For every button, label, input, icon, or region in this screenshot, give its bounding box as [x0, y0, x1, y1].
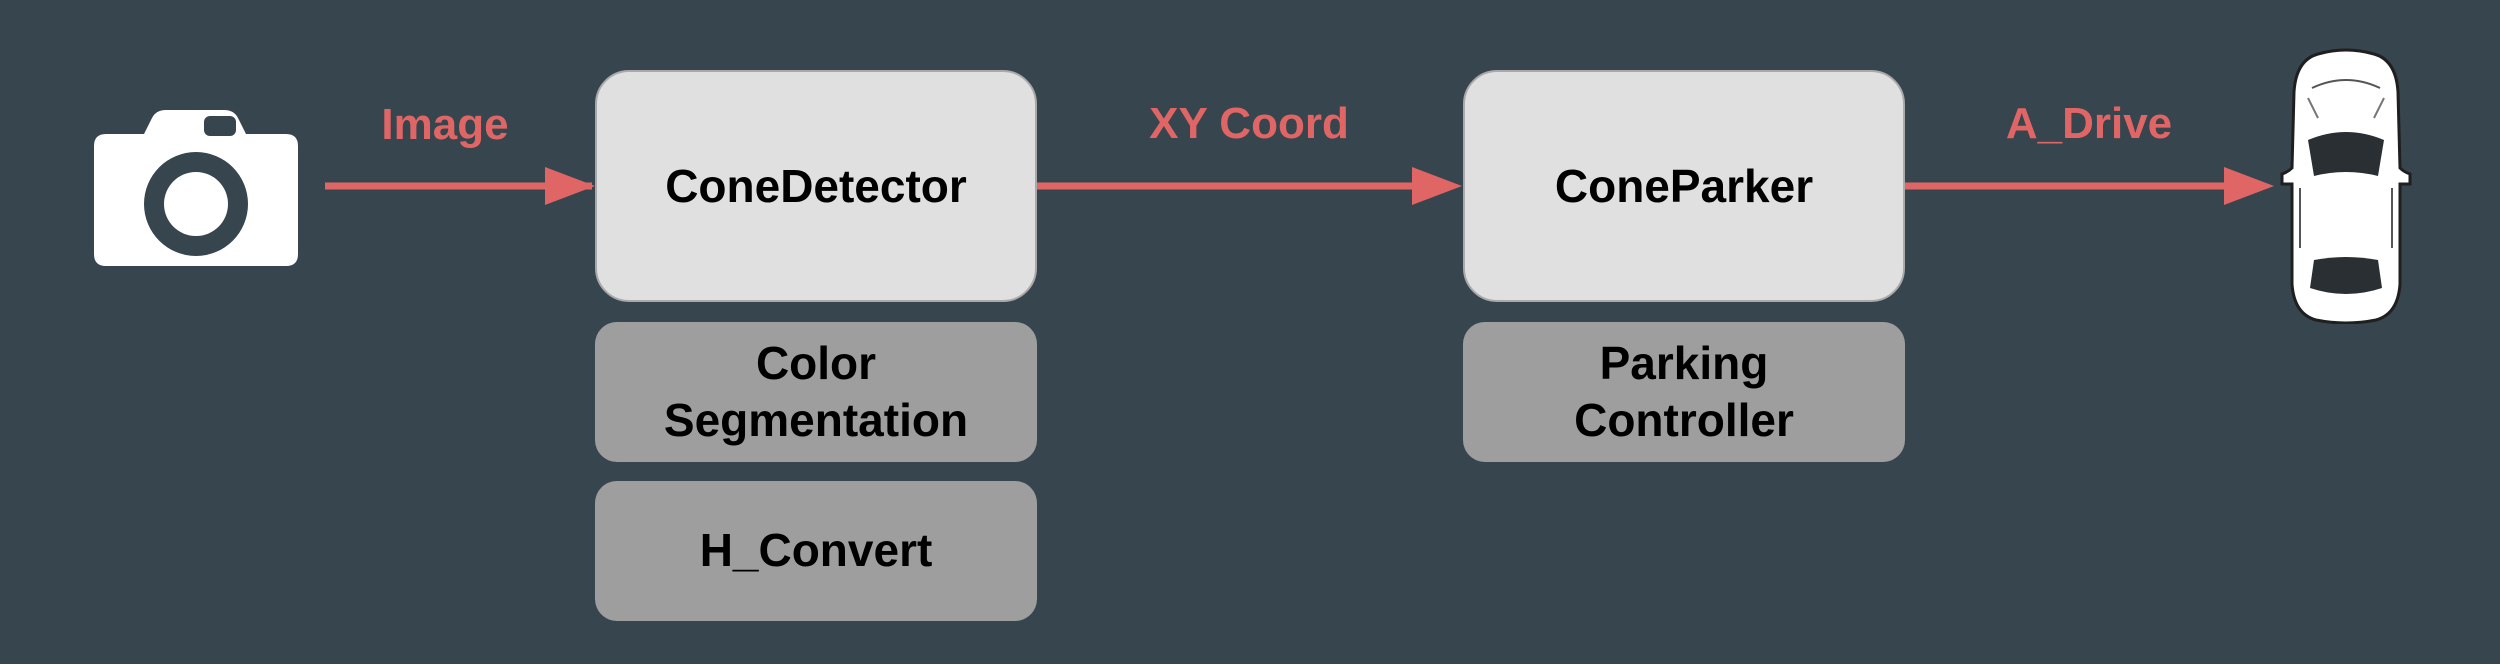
parking-controller-label: Parking Controller [1574, 336, 1794, 447]
camera-icon [94, 110, 298, 266]
arrowhead-a-drive [2224, 167, 2274, 205]
color-segmentation-node: Color Segmentation [595, 322, 1037, 462]
edge-label-a-drive: A_Drive [2005, 99, 2173, 148]
cone-detector-label: ConeDetector [665, 160, 967, 212]
h-convert-node: H_Convert [595, 481, 1037, 621]
arrowhead-image [545, 167, 595, 205]
edge-label-xy-coord: XY Coord [1149, 99, 1349, 148]
cone-detector-node: ConeDetector [595, 70, 1037, 302]
parking-controller-node: Parking Controller [1463, 322, 1905, 462]
cone-parker-node: ConeParker [1463, 70, 1905, 302]
edge-label-image: Image [381, 100, 509, 149]
color-segmentation-label: Color Segmentation [663, 336, 969, 447]
arrowhead-xy-coord [1412, 167, 1462, 205]
car-top-view-icon [2280, 48, 2412, 324]
h-convert-label: H_Convert [699, 524, 933, 577]
cone-parker-label: ConeParker [1554, 160, 1814, 212]
